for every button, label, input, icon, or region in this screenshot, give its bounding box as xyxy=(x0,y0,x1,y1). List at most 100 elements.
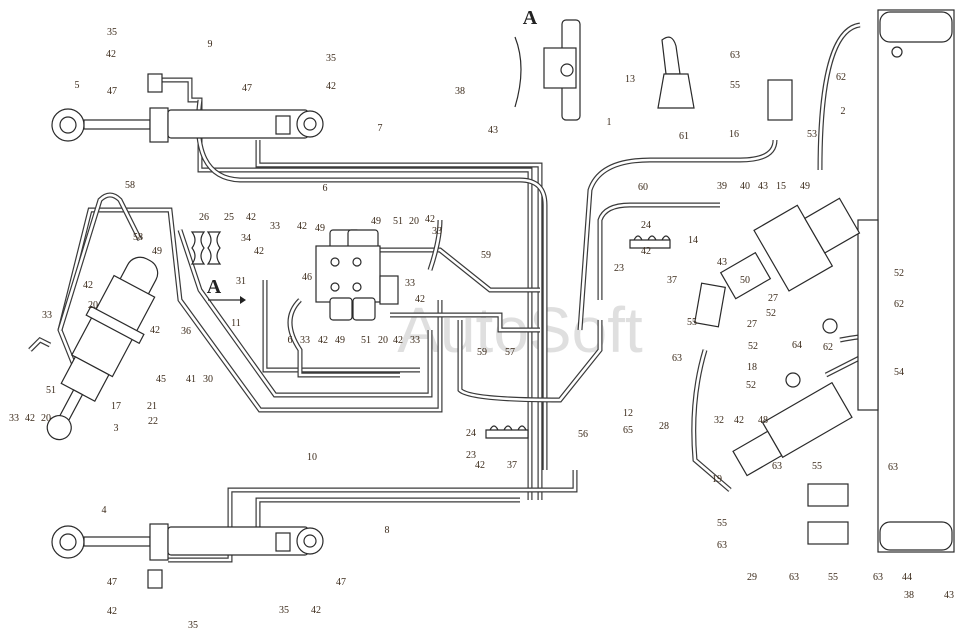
callout-label: 61 xyxy=(679,131,689,142)
callout-label: 42 xyxy=(150,325,160,336)
callout-label: 42 xyxy=(425,214,435,225)
hydraulic-cylinder-top xyxy=(51,73,324,143)
callout-label: 52 xyxy=(894,268,904,279)
callout-label: 6 xyxy=(288,335,293,346)
hydraulic-line xyxy=(58,193,142,331)
callout-label: 20 xyxy=(88,300,98,311)
callout-label: 29 xyxy=(747,572,757,583)
callout-label: 2 xyxy=(841,106,846,117)
pipe-clamp-24-right xyxy=(629,235,671,249)
hydraulic-line xyxy=(818,23,861,171)
callout-label: 31 xyxy=(236,276,246,287)
callout-label: 42 xyxy=(393,335,403,346)
callout-label: 54 xyxy=(894,367,904,378)
hydraulic-line xyxy=(178,229,432,397)
callout-label: 37 xyxy=(507,460,517,471)
callout-label: 63 xyxy=(672,353,682,364)
callout-label: 22 xyxy=(148,416,158,427)
frame-panel-2 xyxy=(857,9,955,553)
steering-cylinder-left xyxy=(46,256,159,441)
callout-label: 42 xyxy=(254,246,264,257)
callout-label: 11 xyxy=(231,318,241,329)
callout-label: 43 xyxy=(758,181,768,192)
callout-label: 20 xyxy=(41,413,51,424)
callout-label: 35 xyxy=(279,605,289,616)
view-a-detail xyxy=(514,19,581,121)
callout-label: 37 xyxy=(667,275,677,286)
callout-label: 17 xyxy=(111,401,121,412)
callout-label: 18 xyxy=(747,362,757,373)
callout-label: 16 xyxy=(729,129,739,140)
callout-label: 14 xyxy=(688,235,698,246)
callout-label: 19 xyxy=(712,474,722,485)
callout-label: 10 xyxy=(307,452,317,463)
control-valve-block xyxy=(315,229,399,321)
hydraulic-line xyxy=(263,280,420,372)
parts xyxy=(46,9,955,589)
callout-label: 33 xyxy=(405,278,415,289)
callout-label: 36 xyxy=(181,326,191,337)
hydraulic-line xyxy=(380,248,540,292)
callout-label: 52 xyxy=(746,380,756,391)
hydraulic-cylinder-bottom xyxy=(51,523,324,589)
hydraulic-line xyxy=(530,470,578,493)
callout-label: 55 xyxy=(828,572,838,583)
pump-assembly xyxy=(719,197,861,300)
callout-label: 51 xyxy=(361,335,371,346)
callout-label: 63 xyxy=(730,50,740,61)
callout-label: 59 xyxy=(481,250,491,261)
callout-label: 58 xyxy=(133,232,143,243)
callout-label: 35 xyxy=(326,53,336,64)
callout-label: 1 xyxy=(607,117,612,128)
callout-label: 24 xyxy=(466,428,476,439)
callout-label: 26 xyxy=(199,212,209,223)
callout-label: 27 xyxy=(747,319,757,330)
callout-label: 63 xyxy=(772,461,782,472)
callout-label: 32 xyxy=(714,415,724,426)
callout-label: 42 xyxy=(297,221,307,232)
callout-label: 33 xyxy=(410,335,420,346)
view-arrow-label: A xyxy=(207,276,222,298)
callout-label: 42 xyxy=(311,605,321,616)
callout-label: 64 xyxy=(792,340,802,351)
callout-label: 24 xyxy=(641,220,651,231)
callout-label: 42 xyxy=(106,49,116,60)
hydraulic-line xyxy=(598,203,720,300)
callout-label: 58 xyxy=(125,180,135,191)
callout-label: 35 xyxy=(188,620,198,631)
callout-label: 49 xyxy=(315,223,325,234)
callout-label: 42 xyxy=(415,294,425,305)
callout-label: 12 xyxy=(623,408,633,419)
callout-label: 21 xyxy=(147,401,157,412)
hose-55-br2 xyxy=(807,521,849,545)
callout-label: 46 xyxy=(302,272,312,283)
view-a-title: A xyxy=(523,7,538,29)
hydraulic-line xyxy=(380,247,540,293)
arrow-a xyxy=(208,296,246,304)
callout-label: 47 xyxy=(107,577,117,588)
callout-label: 38 xyxy=(904,590,914,601)
callout-label: 63 xyxy=(789,572,799,583)
callout-label: 53 xyxy=(807,129,817,140)
hydraulic-line xyxy=(530,470,577,492)
callout-label: 42 xyxy=(326,81,336,92)
callout-label: 45 xyxy=(156,374,166,385)
callout-label: 55 xyxy=(812,461,822,472)
callout-label: 13 xyxy=(625,74,635,85)
callout-label: 60 xyxy=(638,182,648,193)
hose-55-br1 xyxy=(807,483,849,507)
fitting-18 xyxy=(785,372,801,388)
callout-label: 33 xyxy=(300,335,310,346)
callout-label: 33 xyxy=(270,221,280,232)
callout-label: 34 xyxy=(241,233,251,244)
callout-label: 42 xyxy=(25,413,35,424)
callout-label: 57 xyxy=(505,347,515,358)
callout-label: 52 xyxy=(748,341,758,352)
callout-label: 28 xyxy=(659,421,669,432)
callout-label: 42 xyxy=(318,335,328,346)
callout-label: 23 xyxy=(466,450,476,461)
callout-label: 43 xyxy=(717,257,727,268)
callout-label: 42 xyxy=(107,606,117,617)
callout-label: 42 xyxy=(475,460,485,471)
